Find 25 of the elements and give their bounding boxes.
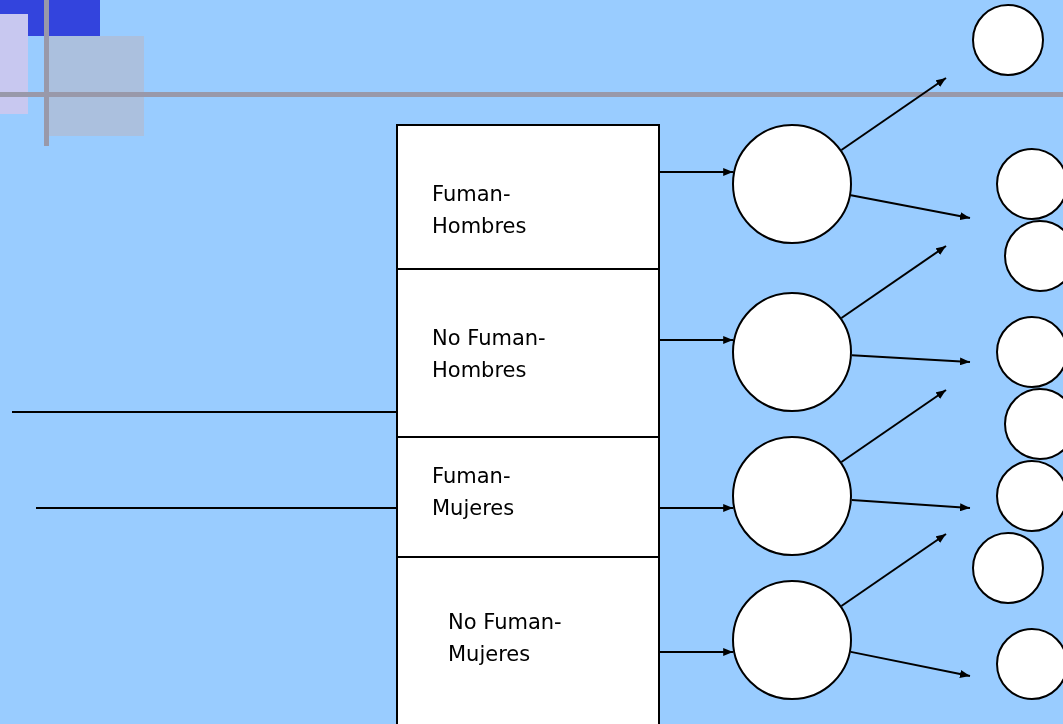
arrow xyxy=(850,354,971,366)
category-label: Fuman- Hombres xyxy=(432,181,528,240)
category-label: No Fuman- Mujeres xyxy=(448,609,563,668)
category-box xyxy=(396,268,660,438)
arrow xyxy=(850,499,971,512)
connector-line xyxy=(11,411,397,413)
circle xyxy=(996,460,1063,532)
arrow xyxy=(849,650,971,678)
arrow xyxy=(849,194,971,221)
arrow xyxy=(840,245,947,319)
arrow xyxy=(659,336,735,344)
arrow xyxy=(659,504,735,512)
arrow xyxy=(840,533,947,607)
arrow xyxy=(840,389,947,463)
category-box xyxy=(396,556,660,724)
category-box xyxy=(396,124,660,270)
category-box xyxy=(396,436,660,558)
connector-line xyxy=(35,507,397,509)
arrow xyxy=(659,168,735,176)
category-label: No Fuman- Hombres xyxy=(432,325,547,384)
category-label: Fuman- Mujeres xyxy=(432,463,516,522)
arrow xyxy=(659,648,735,656)
circle xyxy=(1004,220,1063,292)
arrow xyxy=(840,77,947,151)
circle xyxy=(1004,388,1063,460)
